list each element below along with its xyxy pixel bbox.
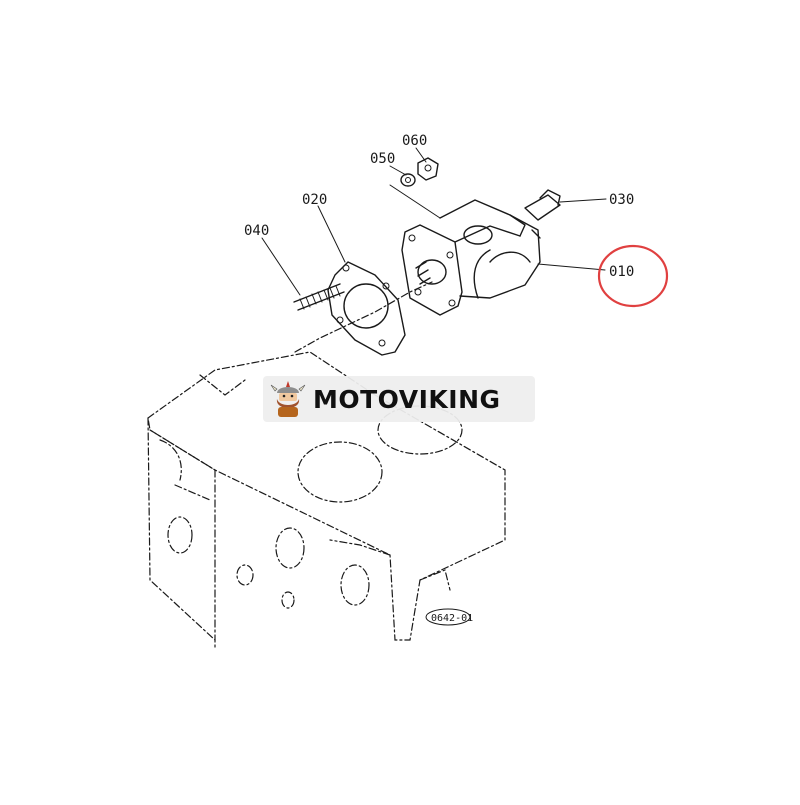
bolt-030 (524, 189, 561, 221)
brand-name: MOTOVIKING (313, 384, 501, 414)
viking-mascot-icon (270, 381, 306, 417)
alignment-line (294, 281, 433, 353)
callout-030: 030 (609, 192, 634, 208)
gasket-020 (327, 261, 406, 356)
brand-watermark: MOTOVIKING (263, 376, 535, 422)
drawing-reference: 0642-01 (425, 608, 473, 626)
callout-060: 060 (402, 133, 427, 149)
stud-bolt-040 (293, 283, 345, 311)
hydraulic-pump-010 (401, 199, 541, 316)
engine-block (147, 351, 506, 651)
callout-020: 020 (302, 192, 327, 208)
callout-050: 050 (370, 151, 395, 167)
callout-010: 010 (609, 264, 634, 280)
nut-060 (417, 157, 439, 181)
leader-lines (261, 147, 607, 296)
washer-050 (400, 173, 416, 187)
highlight-circle (597, 244, 669, 308)
callout-040: 040 (244, 223, 269, 239)
drawing-ref-label: 0642-01 (431, 613, 473, 624)
